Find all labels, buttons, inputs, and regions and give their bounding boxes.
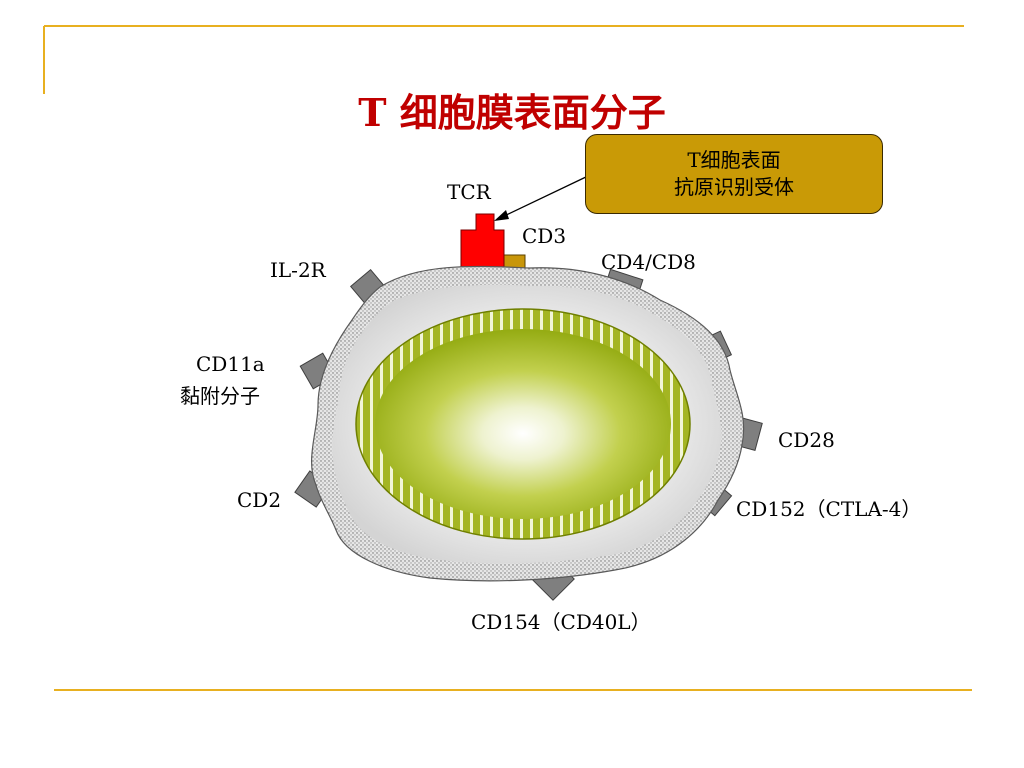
label-cd11a: CD11a (196, 352, 265, 376)
nucleus (375, 329, 671, 519)
slide-title: T 细胞膜表面分子 (358, 90, 666, 135)
tcr-block (460, 213, 505, 269)
label-cd4-cd8: CD4/CD8 (601, 250, 696, 274)
callout-line-2: 抗原识别受体 (674, 175, 794, 199)
callout-line-1: T细胞表面 (687, 148, 781, 172)
label-adhesion-molecule: 黏附分子 (180, 384, 260, 408)
tcr-callout: T细胞表面 抗原识别受体 (585, 134, 883, 214)
label-tcr: TCR (447, 180, 491, 204)
label-cd154: CD154（CD40L） (471, 610, 651, 634)
label-cd2: CD2 (237, 488, 282, 512)
label-il2r: IL-2R (270, 258, 326, 282)
callout-arrowhead (494, 210, 509, 221)
label-cd152: CD152（CTLA-4） (736, 497, 922, 521)
callout-arrow (499, 175, 589, 219)
label-cd28: CD28 (778, 428, 835, 452)
label-cd3: CD3 (522, 224, 567, 248)
